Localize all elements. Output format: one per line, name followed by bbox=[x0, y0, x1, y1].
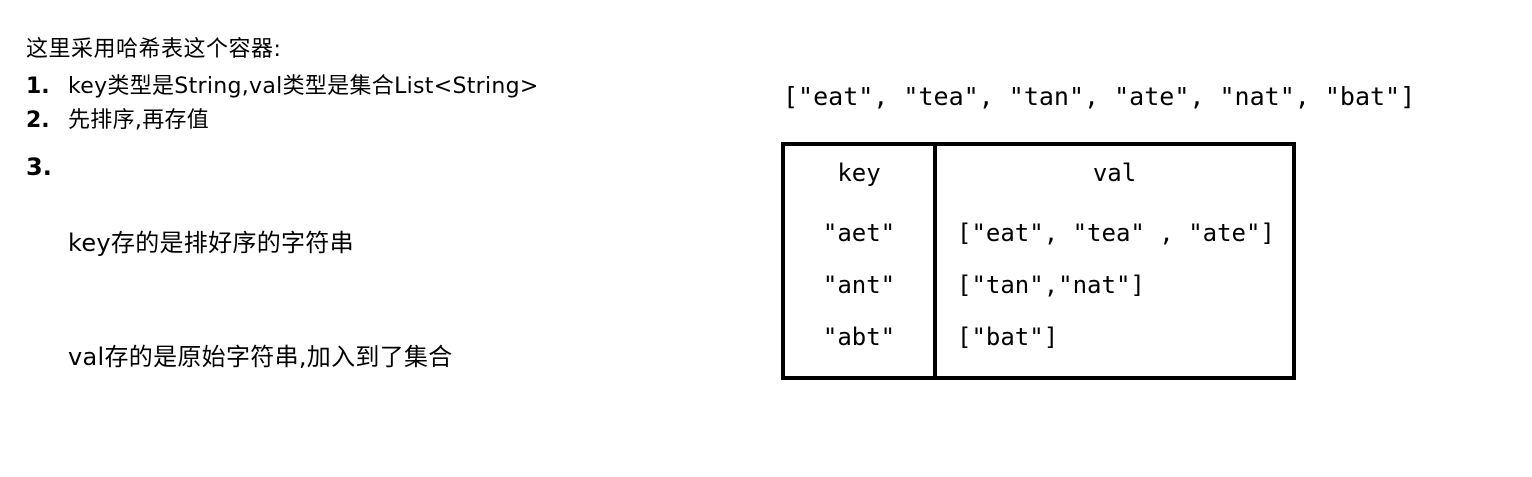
table-column-val: val ["eat", "tea" , "ate"] ["tan","nat"]… bbox=[937, 146, 1292, 376]
table-header-val: val bbox=[1092, 159, 1137, 187]
table-row: ["tan","nat"] bbox=[957, 271, 1145, 299]
table-row: "ant" bbox=[822, 271, 896, 299]
note-item-2: 2. 先排序,再存值 bbox=[26, 104, 746, 138]
table-row: ["bat"] bbox=[957, 323, 1059, 351]
table-row: "abt" bbox=[822, 323, 896, 351]
note-text-3-line-2: val存的是原始字符串,加入到了集合 bbox=[68, 343, 453, 371]
note-text-1: key类型是String,val类型是集合List<String> bbox=[68, 74, 539, 99]
note-number-2: 2. bbox=[26, 108, 50, 133]
notes-panel: 这里采用哈希表这个容器: 1. key类型是String,val类型是集合Lis… bbox=[26, 34, 746, 452]
note-text-3-line-1: key存的是排好序的字符串 bbox=[68, 229, 354, 257]
notes-title: 这里采用哈希表这个容器: bbox=[26, 37, 282, 62]
note-number-1: 1. bbox=[26, 74, 50, 99]
table-header-key: key bbox=[837, 159, 881, 187]
table-column-divider bbox=[933, 146, 937, 376]
hash-table: key "aet" "ant" "abt" val ["eat", "tea" … bbox=[781, 142, 1296, 380]
table-column-key: key "aet" "ant" "abt" bbox=[785, 146, 933, 376]
note-item-1: 1. key类型是String,val类型是集合List<String> bbox=[26, 70, 746, 104]
note-text-3: key存的是排好序的字符串 val存的是原始字符串,加入到了集合 bbox=[68, 148, 453, 452]
table-row: ["eat", "tea" , "ate"] bbox=[957, 219, 1275, 247]
note-text-2: 先排序,再存值 bbox=[68, 108, 210, 133]
input-array-literal: ["eat", "tea", "tan", "ate", "nat", "bat… bbox=[783, 82, 1416, 111]
note-item-3: 3. key存的是排好序的字符串 val存的是原始字符串,加入到了集合 bbox=[26, 148, 746, 452]
table-row: "aet" bbox=[822, 219, 896, 247]
note-number-3: 3. bbox=[26, 153, 52, 181]
